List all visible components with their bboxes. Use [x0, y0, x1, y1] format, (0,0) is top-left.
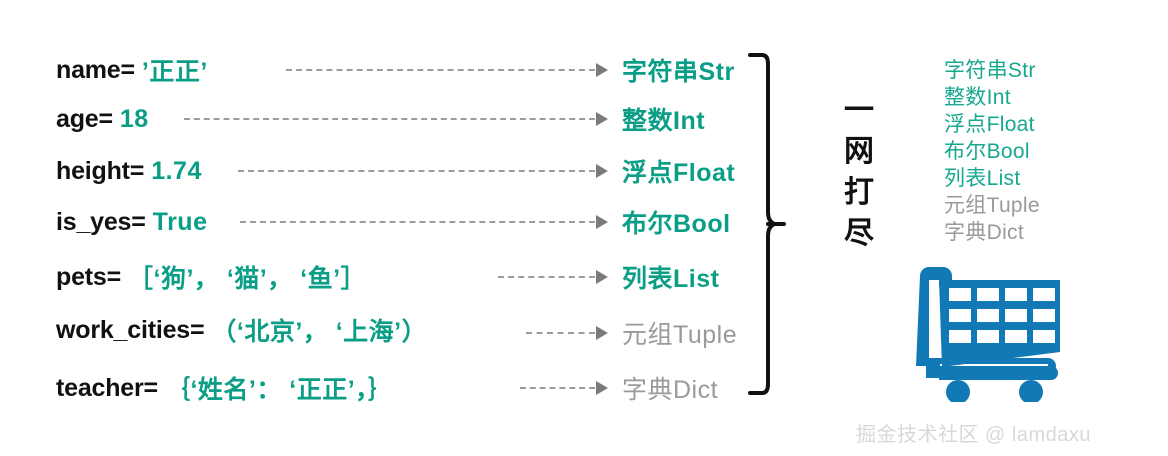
variable-name-label: is_yes=: [56, 207, 146, 236]
slogan-char: 尽: [844, 217, 874, 250]
legend-list: 字符串Str 整数Int 浮点Float 布尔Bool 列表List 元组Tup…: [944, 57, 1040, 246]
arrow-line: [520, 387, 595, 389]
arrow-work-cities-to-tuple: [526, 326, 608, 340]
variable-value-label: True: [152, 207, 208, 236]
arrow-is-yes-to-bool: [240, 215, 608, 229]
legend-item-list: 列表List: [944, 167, 1021, 190]
legend-item-float: 浮点Float: [944, 113, 1035, 136]
legend-item-dict: 字典Dict: [944, 221, 1024, 244]
arrowhead-icon: [596, 270, 608, 284]
arrow-line: [286, 69, 595, 71]
variable-row-age: age= 18: [56, 99, 149, 139]
type-label-tuple: 元组Tuple: [622, 321, 738, 349]
variable-row-teacher: teacher= ｛‘姓名’： ‘正正’，｝: [56, 368, 394, 408]
arrowhead-icon: [596, 164, 608, 178]
variable-value-label: ｛‘姓名’： ‘正正’，｝: [164, 376, 394, 404]
variable-name-label: teacher=: [56, 373, 158, 402]
type-label-dict: 字典Dict: [622, 376, 719, 404]
variable-name-label: name=: [56, 55, 135, 84]
slogan-char: 打: [844, 176, 874, 209]
slogan-vertical-text: 一 网 打 尽: [838, 90, 880, 254]
type-label-str: 字符串Str: [622, 58, 735, 86]
variable-value-label: ［‘狗’， ‘猫’， ‘鱼’］: [128, 265, 367, 293]
arrow-pets-to-list: [498, 270, 608, 284]
arrow-line: [526, 332, 595, 334]
variable-name-label: height=: [56, 156, 145, 185]
type-label-bool: 布尔Bool: [622, 210, 731, 238]
arrow-height-to-float: [238, 164, 608, 178]
type-label-float: 浮点Float: [622, 159, 736, 187]
arrowhead-icon: [596, 63, 608, 77]
arrow-line: [238, 170, 595, 172]
variable-value-label: ’正正’: [141, 58, 208, 86]
shopping-cart-icon: [912, 262, 1072, 404]
variable-value-label: 18: [119, 104, 149, 133]
variable-name-label: work_cities=: [56, 315, 205, 344]
variable-row-height: height= 1.74: [56, 151, 202, 191]
arrow-name-to-str: [286, 63, 608, 77]
legend-item-str: 字符串Str: [944, 59, 1036, 82]
arrow-teacher-to-dict: [520, 381, 608, 395]
arrowhead-icon: [596, 215, 608, 229]
arrow-line: [498, 276, 595, 278]
arrowhead-icon: [596, 112, 608, 126]
variable-value-label: 1.74: [151, 156, 202, 185]
legend-item-int: 整数Int: [944, 86, 1011, 109]
variable-name-label: pets=: [56, 262, 122, 291]
grouping-brace-icon: [748, 52, 788, 396]
watermark-text: 掘金技术社区 @ lamdaxu: [856, 424, 1092, 446]
variable-value-label: （‘北京’， ‘上海’）: [211, 318, 428, 346]
type-label-int: 整数Int: [622, 107, 706, 135]
variable-name-label: age=: [56, 104, 113, 133]
arrow-line: [240, 221, 595, 223]
arrowhead-icon: [596, 326, 608, 340]
variable-row-pets: pets= ［‘狗’， ‘猫’， ‘鱼’］: [56, 257, 366, 297]
arrow-line: [184, 118, 595, 120]
arrow-age-to-int: [184, 112, 608, 126]
arrowhead-icon: [596, 381, 608, 395]
variable-row-work-cities: work_cities= （‘北京’， ‘上海’）: [56, 310, 427, 350]
legend-item-bool: 布尔Bool: [944, 140, 1030, 163]
variable-row-is-yes: is_yes= True: [56, 202, 207, 242]
variable-row-name: name= ’正正’: [56, 50, 208, 90]
legend-item-tuple: 元组Tuple: [944, 194, 1040, 217]
slogan-char: 网: [844, 135, 874, 168]
type-label-list: 列表List: [622, 265, 720, 293]
slogan-char: 一: [844, 94, 874, 127]
